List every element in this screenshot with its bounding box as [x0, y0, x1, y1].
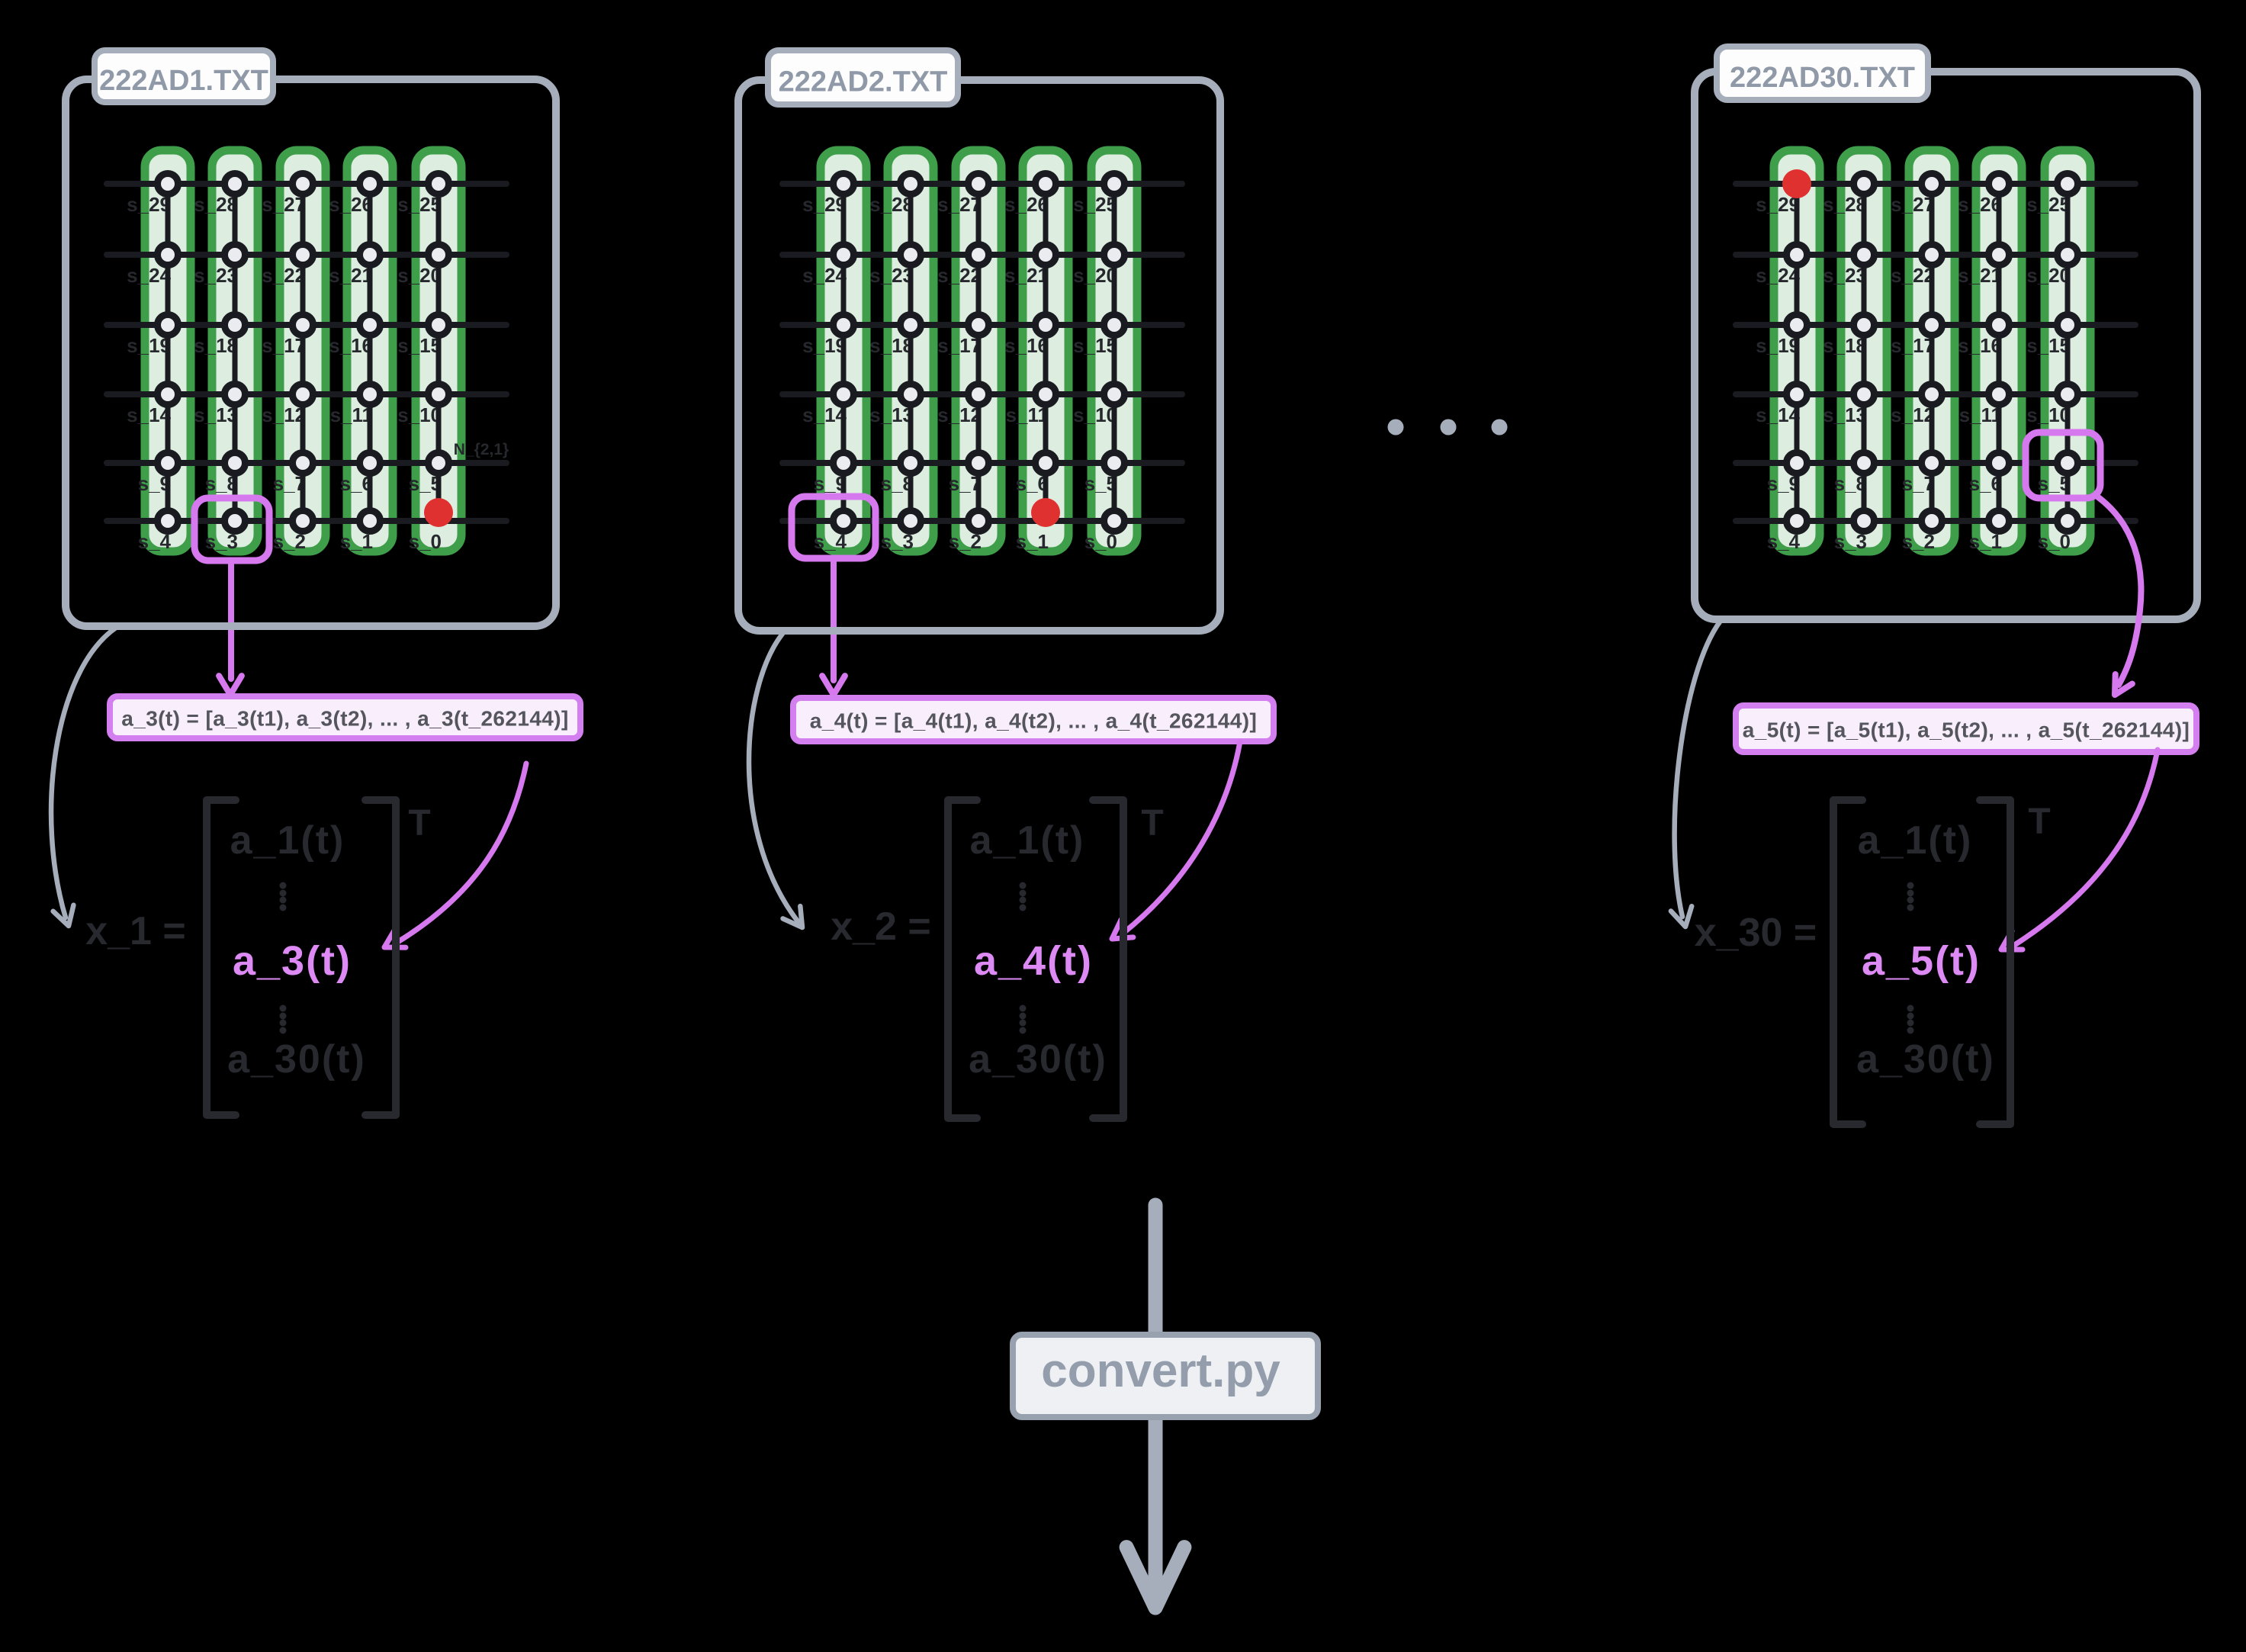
svg-text:N_{2,1}: N_{2,1}	[454, 441, 509, 458]
svg-text:a_30(t): a_30(t)	[1856, 1037, 1995, 1082]
svg-text:s_0: s_0	[409, 530, 442, 553]
svg-text:222AD30.TXT: 222AD30.TXT	[1730, 62, 1915, 94]
svg-text:a_1(t): a_1(t)	[230, 818, 345, 863]
svg-text:a_30(t): a_30(t)	[227, 1037, 366, 1082]
svg-text:x_30 =: x_30 =	[1695, 911, 1817, 955]
svg-text:a_1(t): a_1(t)	[970, 818, 1085, 863]
svg-text:a_5(t): a_5(t)	[1862, 938, 1981, 984]
svg-text:s_1: s_1	[1016, 530, 1049, 553]
svg-text:x_1 =: x_1 =	[85, 909, 186, 953]
svg-text:convert.py: convert.py	[1041, 1345, 1280, 1397]
svg-text:a_4(t) = [a_4(t1), a_4(t2), ..: a_4(t) = [a_4(t1), a_4(t2), ... , a_4(t_…	[810, 709, 1257, 733]
svg-text:x_2 =: x_2 =	[831, 905, 931, 949]
svg-text:T: T	[2028, 802, 2050, 842]
svg-text:a_5(t) = [a_5(t1), a_5(t2), ..: a_5(t) = [a_5(t1), a_5(t2), ... , a_5(t_…	[1743, 718, 2190, 742]
svg-text:a_4(t): a_4(t)	[974, 938, 1093, 984]
svg-text:a_30(t): a_30(t)	[969, 1037, 1107, 1082]
svg-text:T: T	[1141, 803, 1163, 844]
svg-text:a_3(t): a_3(t)	[233, 938, 352, 984]
svg-text:a_1(t): a_1(t)	[1858, 818, 1973, 863]
svg-text:222AD2.TXT: 222AD2.TXT	[779, 66, 948, 98]
svg-text:T: T	[408, 803, 430, 844]
svg-text:222AD1.TXT: 222AD1.TXT	[99, 65, 268, 97]
svg-text:a_3(t) = [a_3(t1), a_3(t2), ..: a_3(t) = [a_3(t1), a_3(t2), ... , a_3(t_…	[121, 707, 568, 731]
